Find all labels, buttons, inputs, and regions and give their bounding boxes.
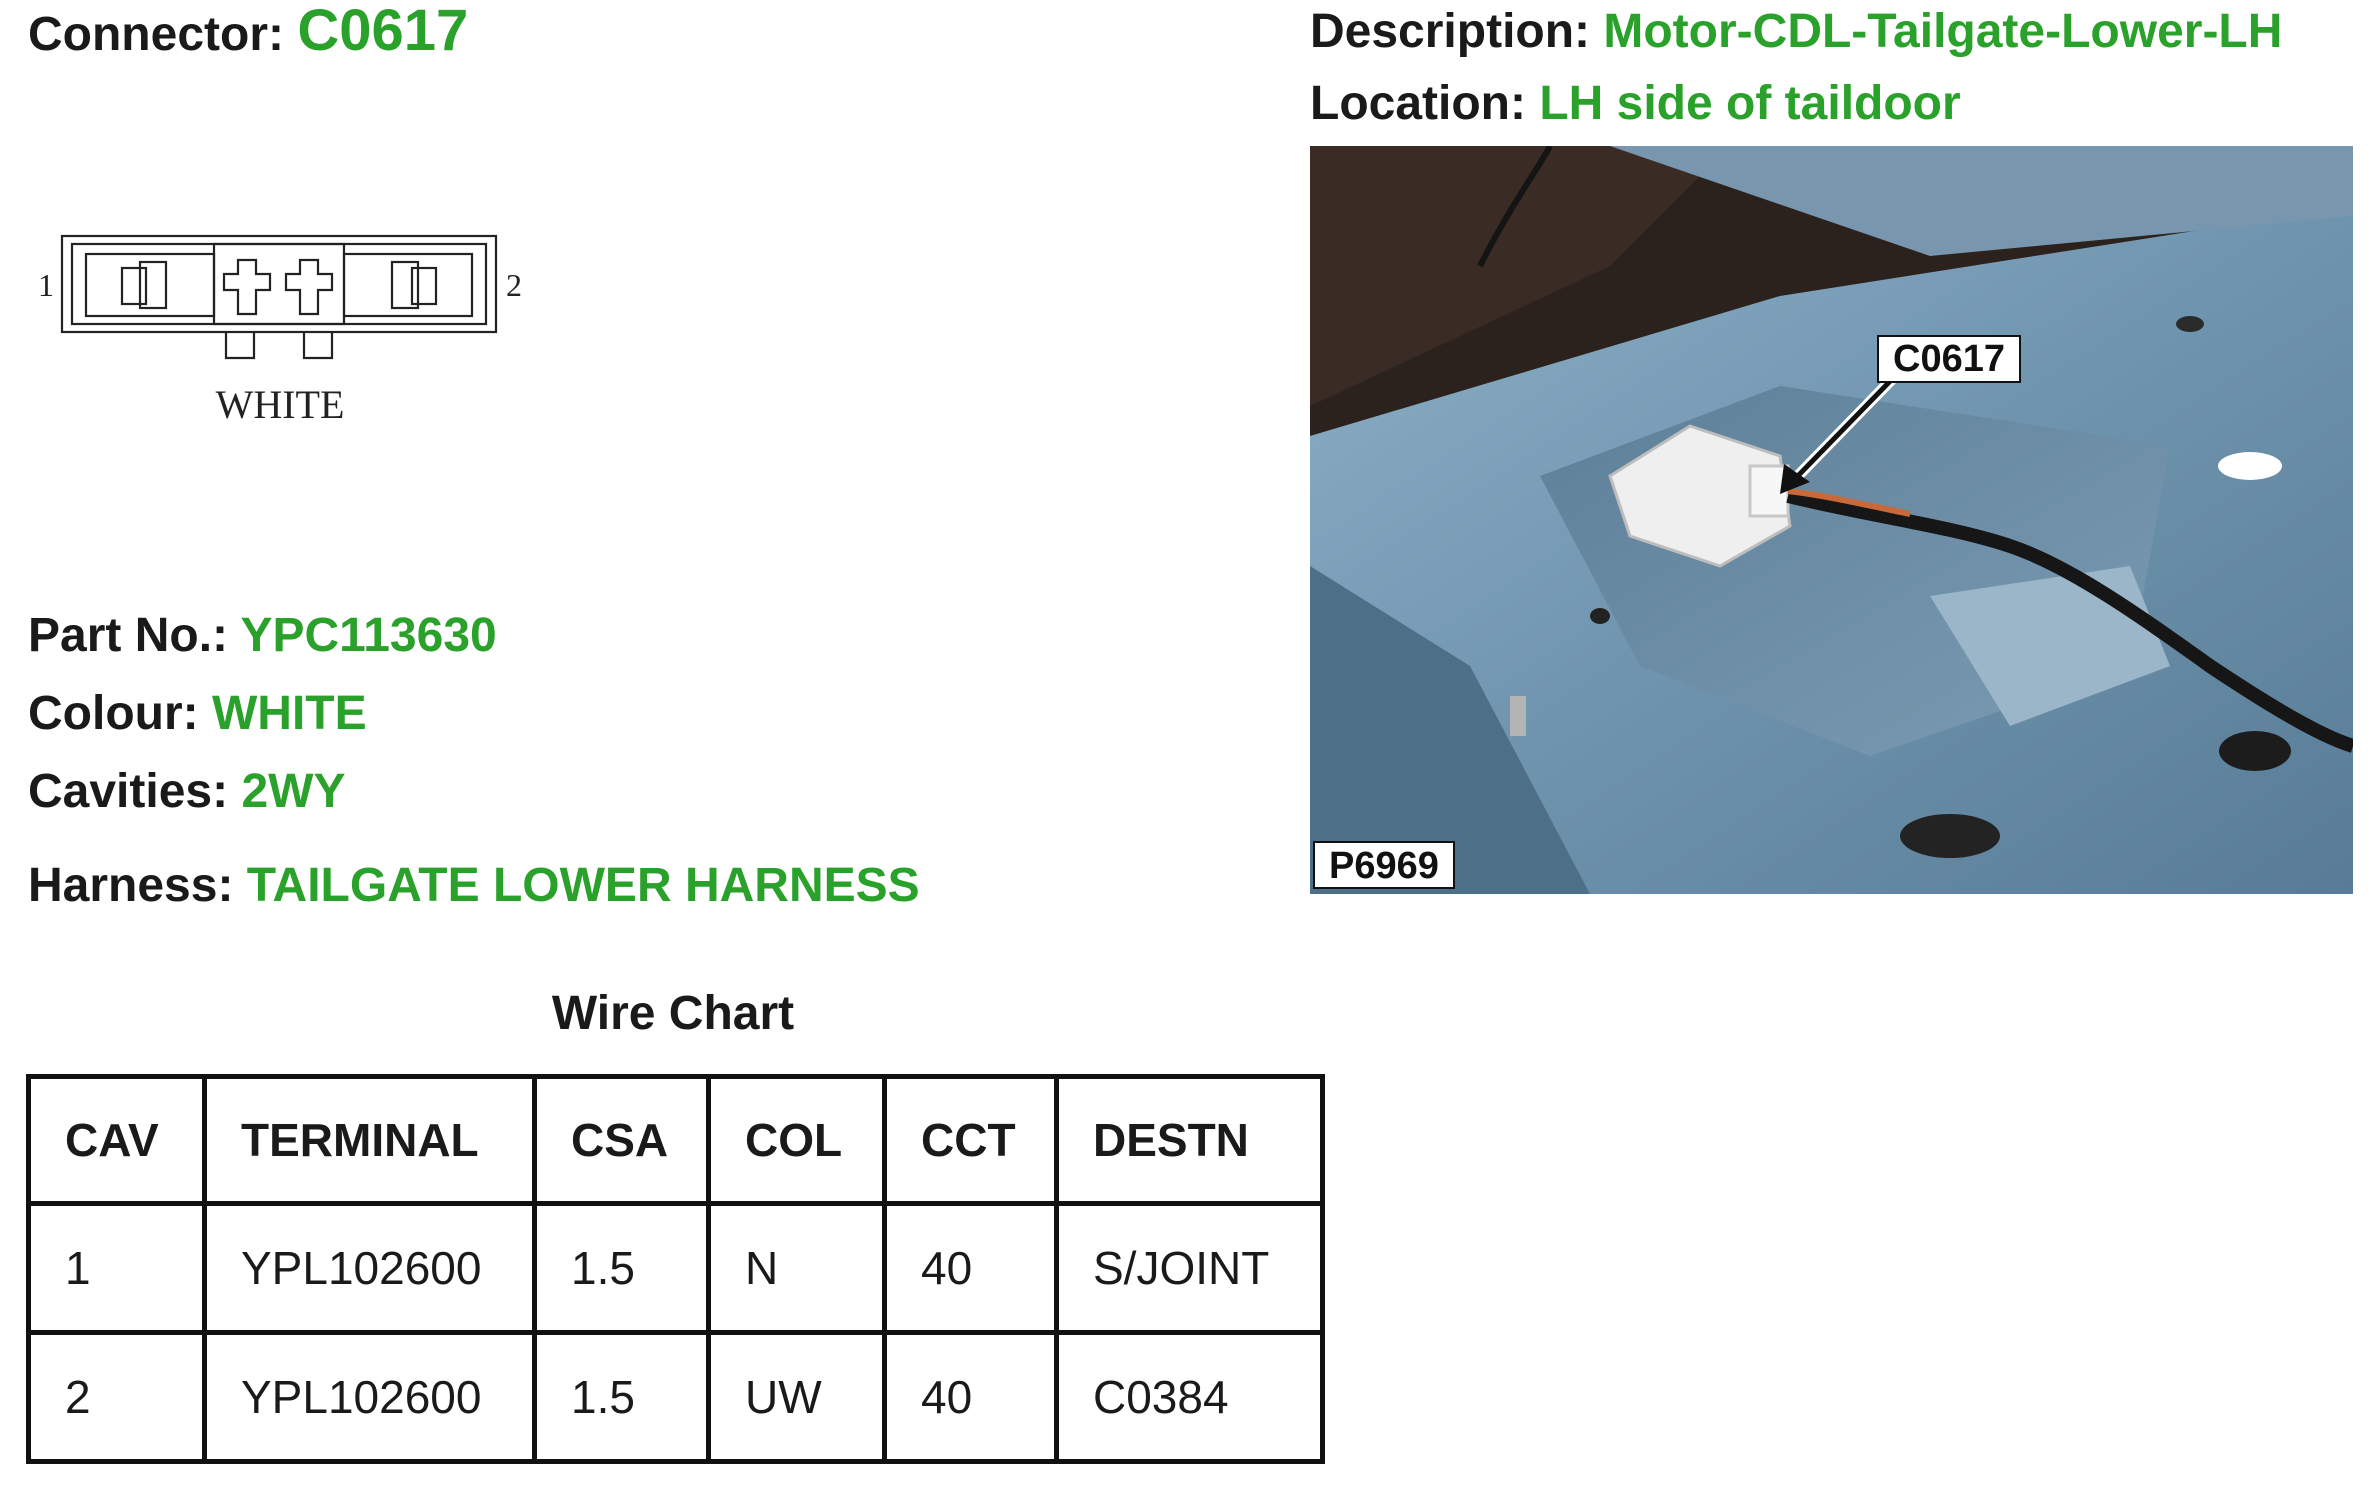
connector-id: C0617 [297,0,469,63]
cell-destn: C0384 [1054,1330,1325,1464]
colour-field: Colour: WHITE [28,690,367,738]
header-destn: DESTN [1054,1074,1325,1206]
connector-field: Connector: C0617 [28,2,468,60]
header-cct: CCT [882,1074,1059,1206]
header-col: COL [706,1074,887,1206]
harness-label: Harness: [28,859,234,912]
description-value: Motor-CDL-Tailgate-Lower-LH [1603,5,2283,58]
connector-label: Connector: [28,8,284,61]
cavities-field: Cavities: 2WY [28,768,345,816]
colour-label: Colour: [28,687,199,740]
location-label: Location: [1310,77,1526,130]
cell-col: N [706,1201,887,1335]
cell-cct: 40 [882,1201,1059,1335]
colour-value: WHITE [211,687,367,740]
cell-csa: 1.5 [532,1330,711,1464]
cell-cct: 40 [882,1330,1059,1464]
table-row: 1 YPL102600 1.5 N 40 S/JOINT [26,1201,1325,1335]
connector-face-diagram: 1 2 WHITE [38,234,522,427]
pin-1-label: 1 [38,267,54,303]
harness-value: TAILGATE LOWER HARNESS [246,859,920,912]
part-no-field: Part No.: YPC113630 [28,612,497,660]
cell-terminal: YPL102600 [202,1201,537,1335]
table-row: 2 YPL102600 1.5 UW 40 C0384 [26,1330,1325,1464]
photo-callout-label: C0617 [1893,338,2005,380]
diagram-colour-label: WHITE [216,382,345,427]
header-terminal: TERMINAL [202,1074,537,1206]
wire-chart-title: Wire Chart [551,987,795,1040]
connector-location-photo: C0617 P6969 [1310,146,2353,894]
cell-destn: S/JOINT [1054,1201,1325,1335]
pin-2-label: 2 [506,267,522,303]
cell-csa: 1.5 [532,1201,711,1335]
header-cav: CAV [26,1074,207,1206]
cell-col: UW [706,1330,887,1464]
part-no-label: Part No.: [28,609,229,662]
cavities-label: Cavities: [28,765,229,818]
harness-field: Harness: TAILGATE LOWER HARNESS [28,862,920,910]
location-value: LH side of taildoor [1539,77,1961,130]
wire-chart-header-row: CAV TERMINAL CSA COL CCT DESTN [26,1074,1325,1206]
wire-chart-table: CAV TERMINAL CSA COL CCT DESTN 1 YPL1026… [26,1074,1325,1464]
description-label: Description: [1310,5,1591,58]
photo-reference-label: P6969 [1329,845,1439,887]
cell-terminal: YPL102600 [202,1330,537,1464]
header-csa: CSA [532,1074,711,1206]
description-field: Description: Motor-CDL-Tailgate-Lower-LH [1310,8,2282,56]
cell-cav: 1 [26,1201,207,1335]
location-field: Location: LH side of taildoor [1310,80,1961,128]
part-no-value: YPC113630 [240,609,497,662]
cavities-value: 2WY [241,765,346,818]
cell-cav: 2 [26,1330,207,1464]
